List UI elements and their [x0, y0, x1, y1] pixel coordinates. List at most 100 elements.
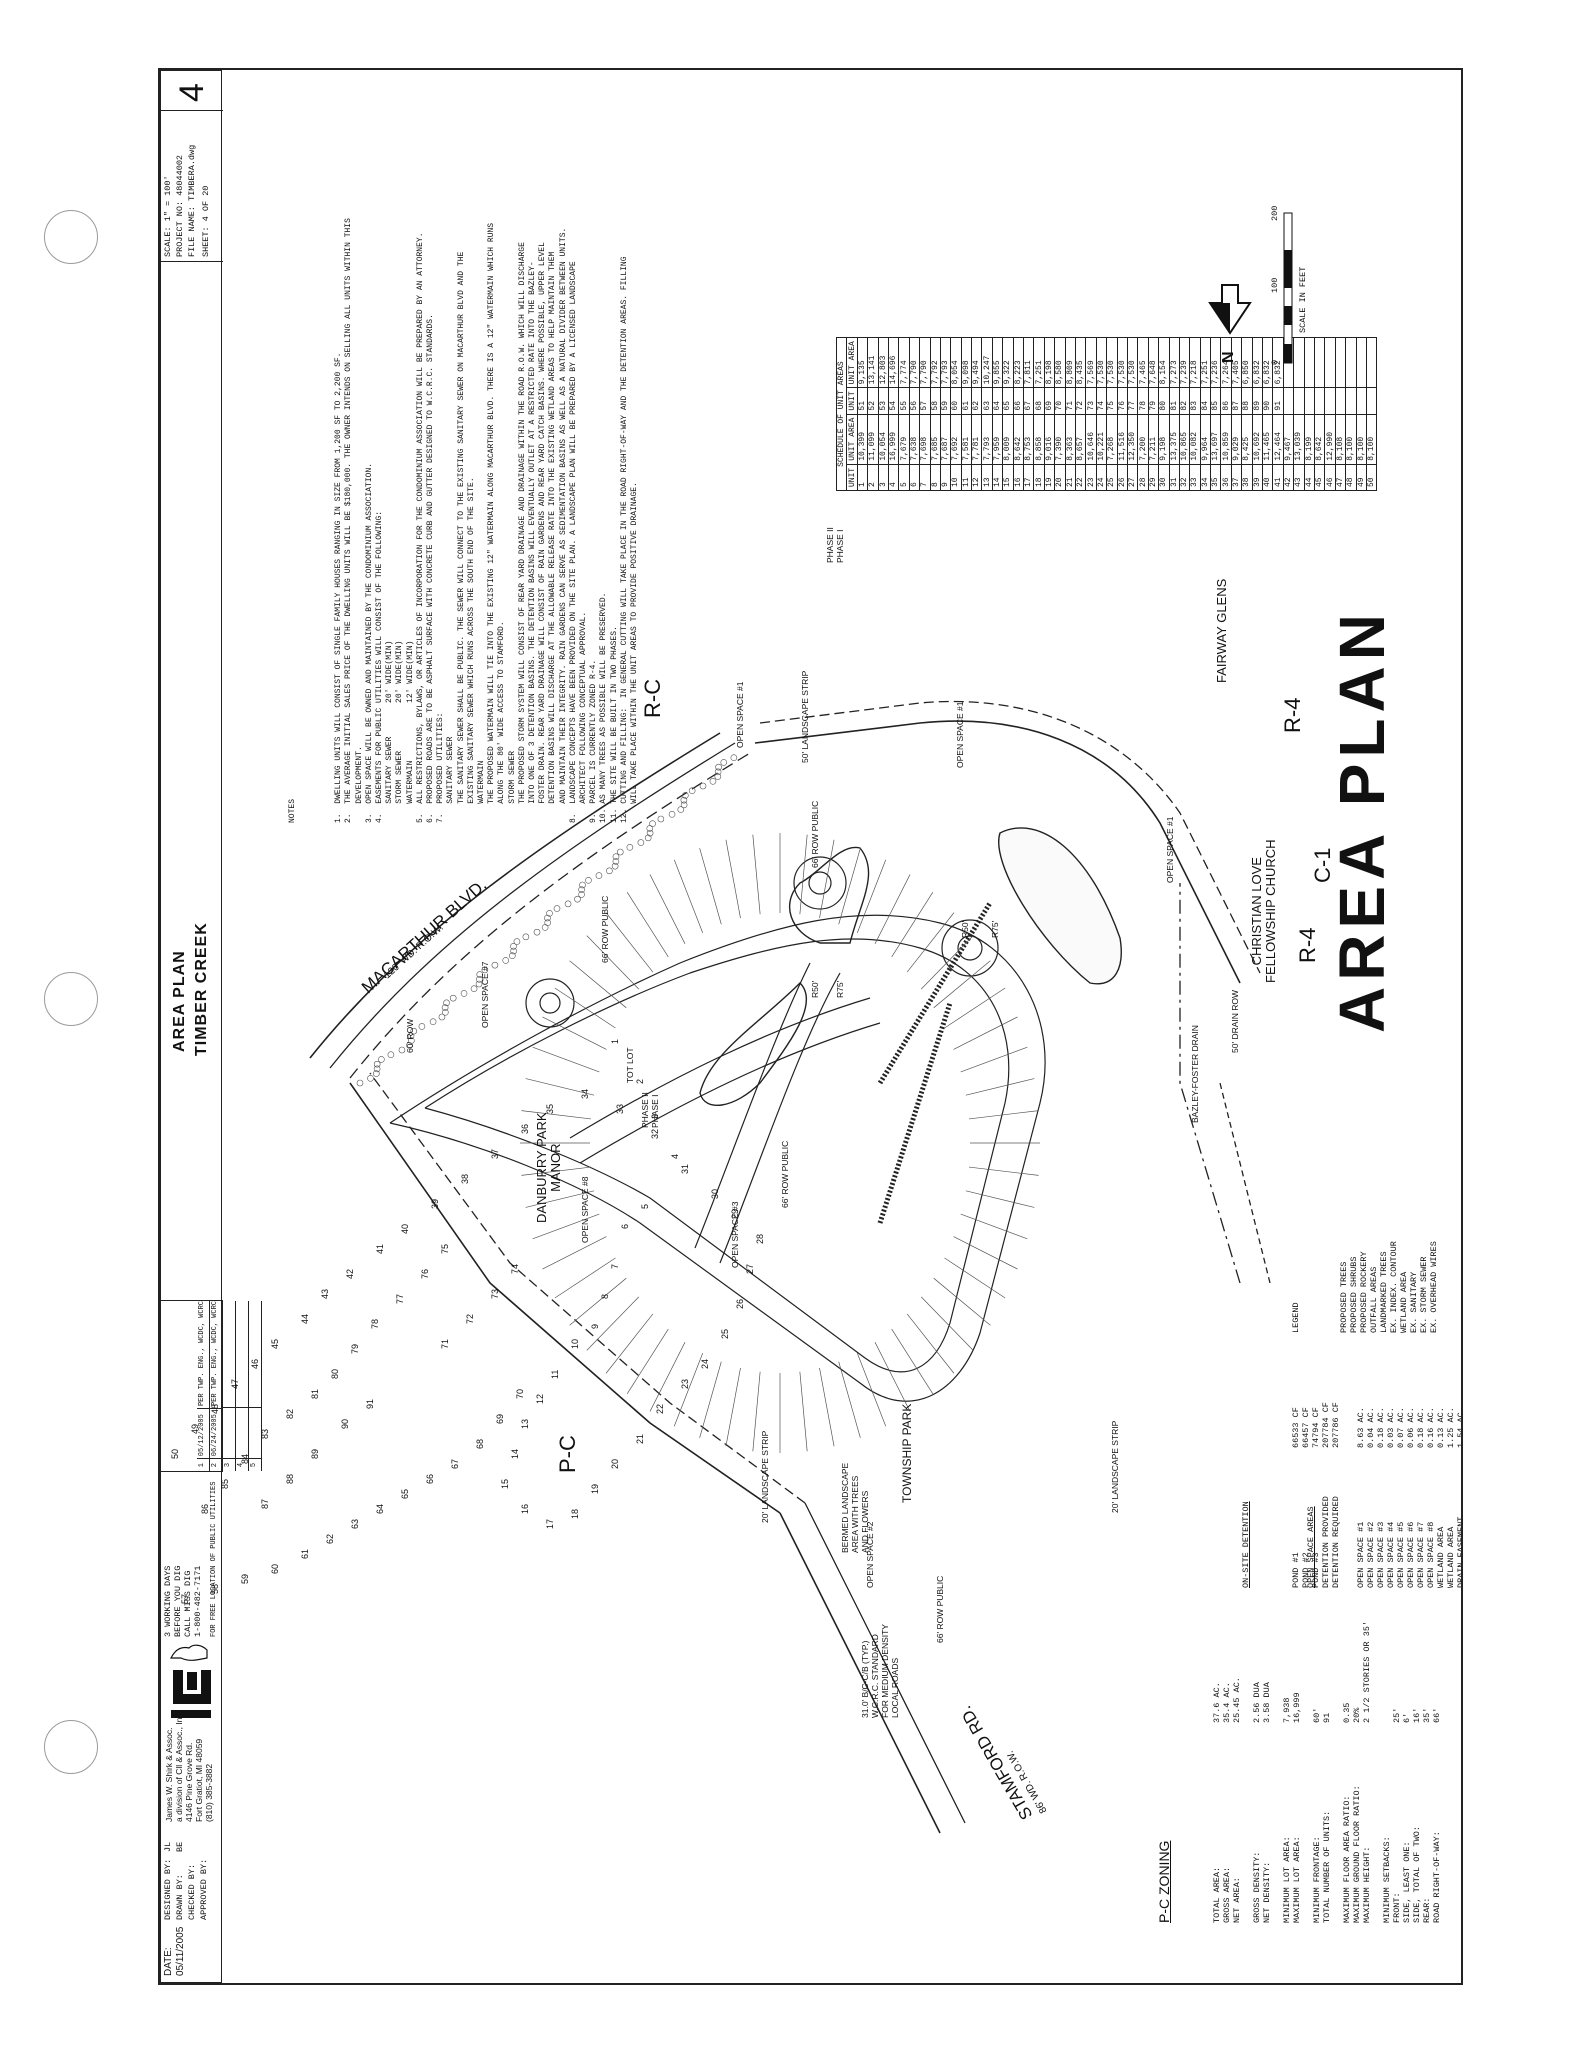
tree-icon — [429, 1018, 437, 1026]
bazley-foster-drain — [1179, 883, 1241, 1284]
label-danburry: DANBURRY PARK MANOR — [534, 1112, 563, 1223]
rotated-drawing: DATE: 05/11/2005 DESIGNED BY: JL DRAWN B… — [160, 70, 1461, 1983]
tree-icon — [637, 839, 645, 846]
lot-number: 16 — [520, 1503, 530, 1514]
lot-number: 25 — [720, 1328, 730, 1339]
lot-number: 61 — [300, 1548, 310, 1559]
tree-icon — [442, 1008, 449, 1016]
lot-line — [752, 834, 761, 915]
lot-number: 33 — [615, 1103, 625, 1114]
label-township-park: TOWNSHIP PARK — [900, 1403, 914, 1503]
lot-number: 17 — [545, 1518, 555, 1529]
lot-line — [649, 874, 686, 944]
label-church: CHRISTIAN LOVE FELLOWSHIP CHURCH — [1249, 839, 1278, 983]
lot-line — [725, 1367, 741, 1447]
lot-number: 56 — [158, 1588, 160, 1599]
label-fairway: FAIRWAY GLENS — [1214, 578, 1229, 683]
binder-hole-middle — [44, 972, 98, 1026]
tree-icon — [406, 1041, 413, 1049]
label-r75a: R75' — [990, 920, 1000, 938]
lot-number: 71 — [440, 1338, 450, 1349]
tree-icon — [579, 881, 586, 889]
michigan-icon — [170, 1644, 208, 1661]
lot-line — [799, 834, 808, 915]
site-boundary-south — [349, 1082, 781, 1514]
tree-icon — [441, 1004, 449, 1011]
stamford-access — [779, 1512, 941, 1834]
lot-line — [649, 1342, 686, 1412]
binder-hole-top — [44, 210, 98, 264]
tree-icon — [715, 763, 722, 771]
lot-number: 79 — [350, 1343, 360, 1354]
tree-icon — [510, 947, 517, 955]
lot-number: 32 — [650, 1128, 660, 1139]
center-road-outer — [719, 972, 841, 1264]
tree-icon — [688, 787, 696, 795]
tree-icon — [611, 862, 619, 870]
lot-number: 89 — [310, 1448, 320, 1459]
tree-icon — [475, 980, 483, 988]
cul-de-sac-east — [793, 856, 847, 910]
label-phase: PHASE II PHASE I — [640, 1092, 660, 1128]
tree-icon — [509, 952, 516, 960]
lot-line — [819, 1367, 835, 1447]
lot-number: 67 — [450, 1458, 460, 1469]
lot-number: 45 — [270, 1338, 280, 1349]
tree-icon — [408, 1037, 415, 1044]
lot-line — [968, 1110, 1039, 1120]
lot-number: 12 — [535, 1393, 545, 1404]
label-r50a: R50' — [960, 920, 970, 938]
lot-number: 87 — [260, 1498, 270, 1509]
lot-line — [891, 1328, 934, 1394]
lot-number: 26 — [735, 1298, 745, 1309]
tree-icon — [470, 985, 478, 993]
lot-number: 73 — [490, 1288, 500, 1299]
lot-number: 81 — [310, 1388, 320, 1399]
cul-de-sac-south — [525, 978, 575, 1028]
tree-icon — [533, 928, 541, 936]
lot-line — [542, 1236, 607, 1270]
lot-number: 65 — [400, 1488, 410, 1499]
lot-number: 68 — [475, 1438, 485, 1449]
label-os8: OPEN SPACE #8 — [580, 1176, 590, 1243]
tree-icon — [378, 1056, 385, 1063]
lot-number: 21 — [635, 1433, 645, 1444]
lot-number: 47 — [230, 1378, 240, 1389]
tree-icon — [367, 1074, 374, 1082]
tree-icon — [730, 754, 738, 762]
lot-number: 8 — [600, 1293, 610, 1299]
lot-line — [933, 1277, 991, 1326]
tree-icon — [612, 853, 620, 861]
lot-number: 36 — [520, 1123, 530, 1134]
label-row-a: 66' ROW PUBLIC — [600, 895, 610, 963]
tree-icon — [714, 768, 722, 776]
lot-line — [965, 1190, 1035, 1208]
title-block: DATE: 05/11/2005 DESIGNED BY: JL DRAWN B… — [160, 70, 262, 1983]
lot-number: 80 — [330, 1368, 340, 1379]
tree-icon — [541, 924, 549, 931]
lot-number: 2 — [635, 1078, 645, 1084]
tree-icon — [680, 796, 688, 804]
lot-line — [586, 1296, 640, 1351]
lot-number: 7 — [610, 1263, 620, 1269]
lot-number: 49 — [190, 1423, 200, 1434]
lot-line — [673, 1352, 704, 1427]
lot-line — [569, 1277, 627, 1326]
lot-number: 34 — [580, 1088, 590, 1099]
lot-number: 14 — [510, 1448, 520, 1459]
lot-line — [953, 1236, 1018, 1270]
tree-icon — [449, 994, 457, 1002]
lot-number: 77 — [395, 1293, 405, 1304]
label-wcrc: 31.0' B/C-C/B (TYP.) W.C.R.C. STANDARD F… — [860, 1624, 900, 1718]
lot-line — [920, 935, 974, 990]
pond-3 — [699, 982, 808, 1107]
lot-line — [933, 960, 991, 1009]
lot-line — [920, 1296, 974, 1351]
lot-number: 51 — [158, 1473, 160, 1484]
lot-number: 70 — [515, 1388, 525, 1399]
tree-icon — [544, 914, 551, 922]
lot-number: 13 — [520, 1418, 530, 1429]
lot-number: 15 — [500, 1478, 510, 1489]
label-os1a: OPEN SPACE #1 — [735, 681, 745, 748]
main-loop-road-outer — [389, 914, 1046, 1402]
